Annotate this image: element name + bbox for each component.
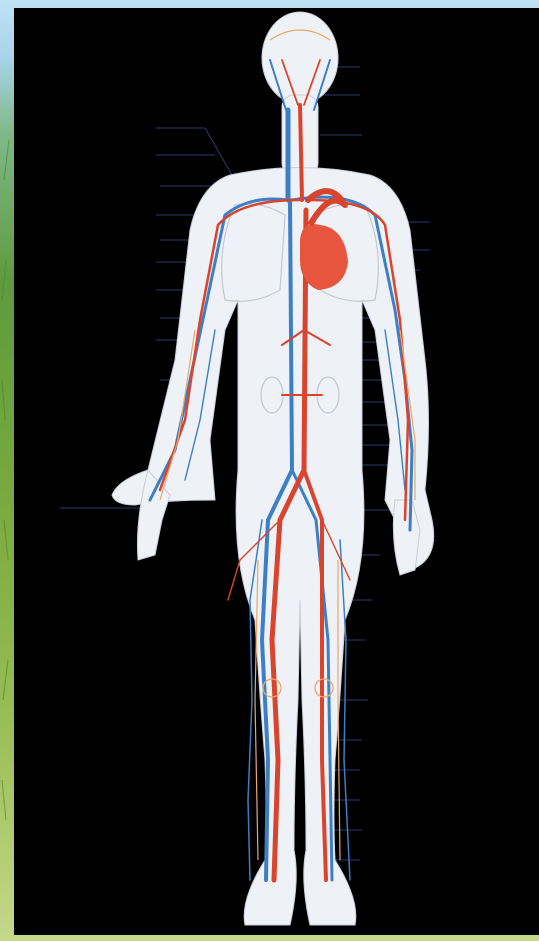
body-silhouette — [112, 12, 434, 925]
